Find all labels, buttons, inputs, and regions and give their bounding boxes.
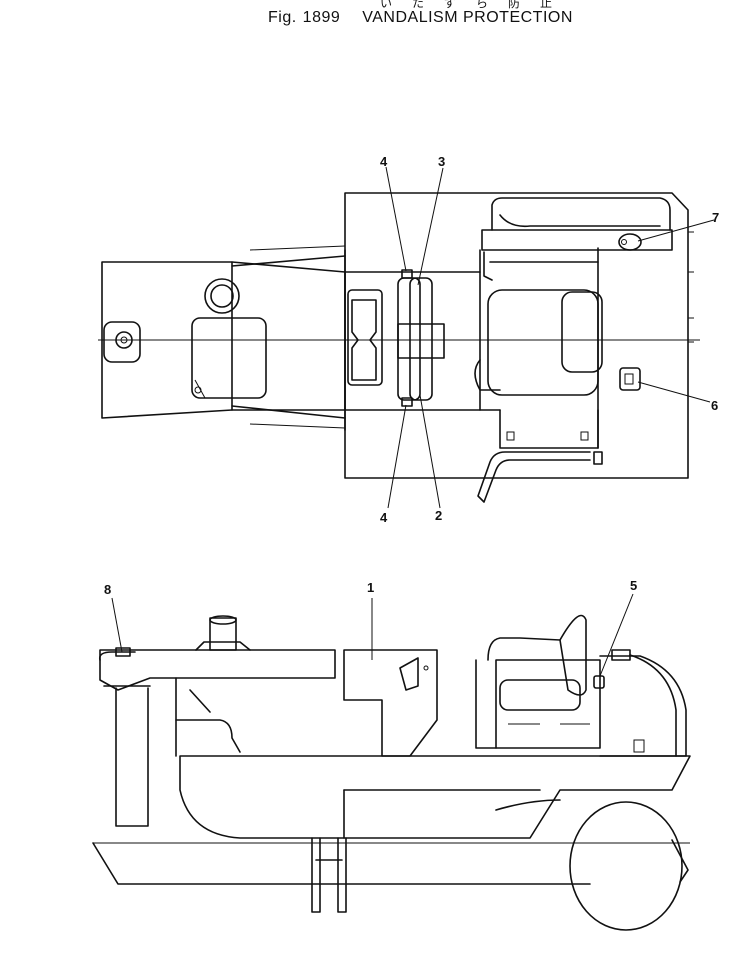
top-fender-step — [479, 249, 599, 273]
cab-panel — [343, 649, 438, 757]
step-bolt-right — [580, 431, 589, 441]
hood-latch — [194, 379, 206, 399]
leader-4b — [387, 404, 407, 509]
fuel-cap-outer — [204, 278, 240, 314]
dash-outline — [344, 271, 481, 411]
radiator-cap-panel — [103, 321, 141, 363]
lower-handrail — [495, 799, 561, 811]
side-callouts: 1 5 8 — [104, 578, 637, 677]
hood-taper-outer — [249, 245, 346, 429]
callout-8: 8 — [104, 582, 111, 597]
bolt-bottom — [401, 397, 413, 407]
exhaust-top — [209, 615, 237, 625]
callout-6: 6 — [711, 398, 718, 413]
seat-cushion-side — [499, 679, 581, 711]
bracket-top — [483, 251, 493, 281]
fig-name: VANDALISM PROTECTION — [362, 9, 573, 26]
top-fender-rail — [481, 229, 673, 251]
side-panel-2 — [409, 277, 433, 401]
cab-lock — [399, 657, 419, 691]
callout-1: 1 — [367, 580, 374, 595]
seat-back — [561, 291, 603, 373]
top-callouts: 4 3 7 6 4 2 — [380, 154, 719, 525]
step-box — [499, 409, 599, 449]
top-fender-inner — [499, 214, 661, 228]
callout-2: 2 — [435, 508, 442, 523]
seat-cushion — [487, 289, 599, 396]
leader-4a — [385, 166, 407, 272]
fuel-cap-inner — [210, 284, 234, 308]
radiator-cap-side — [98, 651, 136, 661]
side-view — [92, 614, 691, 931]
leader-5 — [599, 593, 634, 677]
seat-rail-top — [487, 637, 561, 661]
seat-edge — [474, 359, 501, 391]
leader-2 — [419, 394, 441, 509]
panel-lock-block — [397, 323, 445, 359]
seat-pedestal — [495, 659, 601, 749]
bottom-lock — [593, 451, 603, 465]
callout-5: 5 — [630, 578, 637, 593]
seat-rail-left — [475, 659, 497, 749]
radiator-lock-core — [120, 336, 128, 344]
rear-wheel — [569, 801, 683, 931]
hood-hose — [175, 719, 241, 753]
leader-7 — [637, 219, 715, 242]
lock-7 — [618, 233, 642, 251]
leader-8 — [111, 597, 123, 653]
leader-6 — [637, 381, 711, 403]
lower-body — [179, 755, 691, 839]
console-left — [347, 289, 383, 386]
bolt-top — [401, 269, 413, 279]
front-column — [115, 687, 149, 827]
side-panel — [397, 277, 421, 401]
figure-title: いたずら防止 Fig. 1899 VANDALISM PROTECTION — [0, 0, 750, 30]
cab-lock-bolt — [423, 665, 429, 671]
hood-panel — [191, 317, 267, 399]
frame-bottom — [92, 842, 591, 885]
wheel-hub — [671, 839, 689, 883]
title-japanese: いたずら防止 — [380, 0, 573, 10]
right-ticks — [688, 231, 694, 343]
lock-5 — [593, 675, 605, 689]
fender-cap — [611, 649, 631, 661]
fender-inner — [629, 654, 677, 757]
bottom-handrail — [477, 451, 591, 503]
callout-3: 3 — [438, 154, 445, 169]
right-fender — [599, 655, 687, 757]
title-line: Fig. 1899 VANDALISM PROTECTION — [268, 9, 573, 27]
fender-bolt — [633, 739, 645, 753]
hood-taper — [231, 255, 346, 419]
lock-7-key — [621, 239, 627, 245]
exhaust-stack — [209, 617, 237, 651]
hitch-arms — [311, 837, 347, 913]
seat-back-side — [559, 614, 587, 696]
fig-label: Fig. — [268, 9, 297, 26]
step-bolt-left — [506, 431, 515, 441]
hood-detail — [189, 689, 211, 713]
fig-number: 1899 — [302, 9, 341, 26]
exhaust-base — [195, 641, 251, 651]
callout-4b: 4 — [380, 510, 388, 525]
lock-8 — [115, 647, 131, 657]
steering-column — [351, 299, 377, 381]
lock-6-core — [624, 373, 634, 385]
top-view — [98, 192, 700, 503]
side-hood — [99, 649, 336, 691]
lock-6 — [619, 367, 641, 391]
leader-3 — [417, 167, 444, 286]
callout-4a: 4 — [380, 154, 388, 169]
callout-7: 7 — [712, 210, 719, 225]
hood-latch-bolt — [194, 386, 202, 394]
top-fender-box — [491, 197, 671, 231]
radiator-lock — [115, 331, 133, 349]
